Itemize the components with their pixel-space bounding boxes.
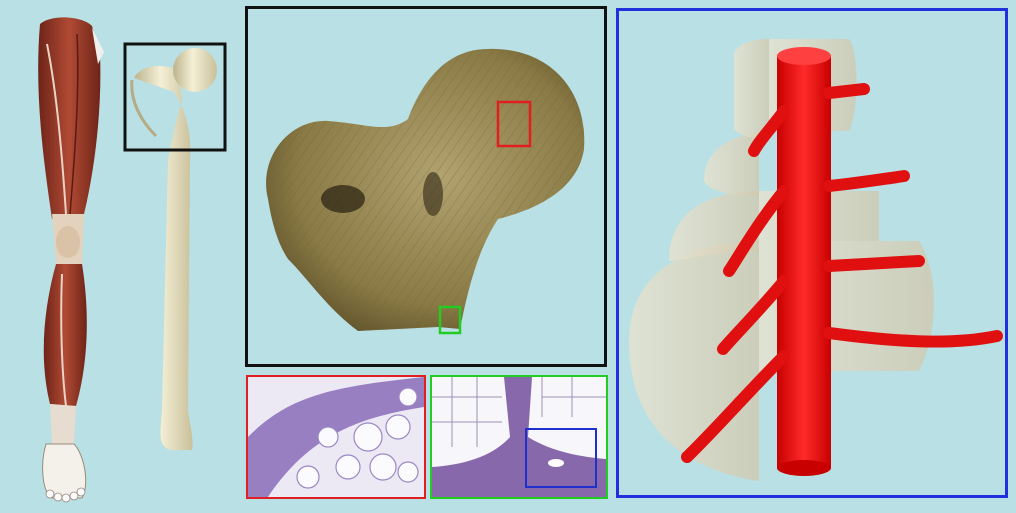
femur-panel [120,40,230,460]
micrograph-green-image [432,377,606,497]
femur-illustration [120,40,230,460]
leg-muscles-illustration [22,14,108,504]
micrograph-green-panel [430,375,608,499]
vessel-model-illustration [619,11,1005,495]
micrograph-red-panel [246,375,426,499]
femoral-head-section-panel [245,6,607,367]
micrograph-red-image [248,377,424,497]
vessel-model-panel [616,8,1008,498]
leg-muscles-panel [22,14,108,504]
femoral-head-section-illustration [248,9,604,364]
